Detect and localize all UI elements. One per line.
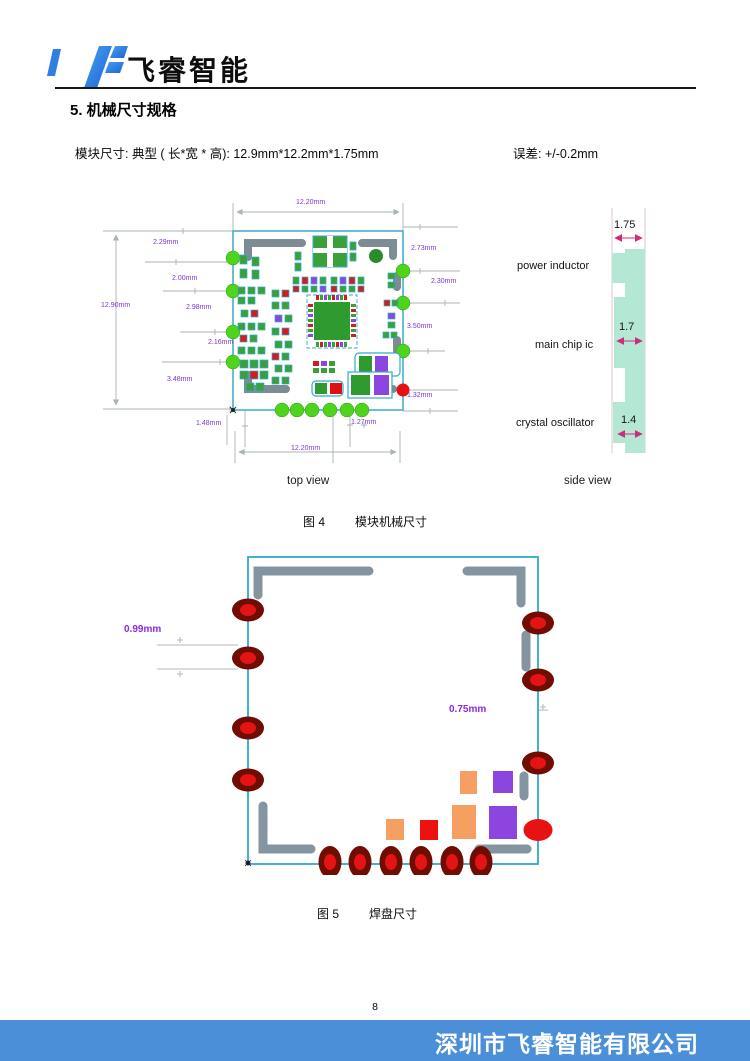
- pin1-pad: [396, 383, 410, 397]
- footer-company-name: 深圳市飞睿智能有限公司: [435, 1031, 699, 1057]
- dim-label-left: 3.48mm: [167, 376, 193, 383]
- dim-label-left: 2.98mm: [186, 304, 212, 311]
- figure5-caption-title: 焊盘尺寸: [369, 907, 418, 921]
- origin-mark: [244, 859, 252, 867]
- figure4-caption-label: 图 4: [303, 515, 326, 529]
- thickness-arrows: [614, 234, 643, 438]
- pad-width-label: 0.99mm: [124, 624, 162, 635]
- dim-label-left: 2.29mm: [153, 239, 179, 246]
- solder-pads: [232, 598, 554, 875]
- dim-label-right: 3.50mm: [407, 323, 433, 330]
- logo-edge-fragment-icon: [47, 49, 61, 76]
- dim-label-bottom: 1.48mm: [196, 420, 222, 427]
- figure4-caption: 图 4 模块机械尺寸: [303, 513, 427, 530]
- right-component-cluster: [382, 272, 399, 339]
- top-view-drawing: [100, 195, 510, 495]
- dim-label-right: 2.73mm: [411, 245, 437, 252]
- dim-label-top-width: 12.20mm: [296, 199, 326, 206]
- thickness-value: 1.7: [619, 321, 635, 333]
- dimension-lines: [103, 203, 460, 463]
- dim-label-bottom-width: 12.20mm: [291, 445, 321, 452]
- left-component-cluster: [237, 254, 293, 392]
- thickness-value: 1.4: [621, 414, 637, 426]
- pad-rows: [292, 276, 365, 293]
- dim-label-left: 2.16mm: [208, 339, 234, 346]
- dim-label-left: 2.00mm: [172, 275, 198, 282]
- dim-label-right: 1.32mm: [407, 392, 433, 399]
- tolerance-text: 误差: +/-0.2mm: [513, 147, 599, 161]
- section-title: 5. 机械尺寸规格: [70, 102, 177, 119]
- component-label: crystal oscillator: [516, 417, 595, 429]
- top-view-caption: top view: [287, 475, 330, 487]
- inductor-component: [294, 235, 357, 272]
- castellation-pads: [225, 250, 411, 418]
- side-view-caption: side view: [564, 475, 612, 487]
- figure4-caption-title: 模块机械尺寸: [355, 515, 428, 529]
- thickness-value: 1.75: [614, 219, 636, 231]
- inner-component-pads: [386, 771, 517, 840]
- footer-bar: 深圳市飞睿智能有限公司: [0, 1020, 750, 1061]
- header-rule: [55, 87, 696, 89]
- figure5-caption-label: 图 5: [317, 907, 340, 921]
- dim-label-overall-height: 12.90mm: [101, 302, 131, 309]
- pad-layout-drawing: [115, 545, 585, 875]
- component-label: power inductor: [517, 260, 590, 272]
- antenna-pad: [369, 249, 383, 263]
- component-label: main chip ic: [535, 339, 594, 351]
- dim-label-bottom: 1.27mm: [351, 419, 377, 426]
- crystal-components: [311, 352, 401, 399]
- main-chip: [306, 294, 358, 349]
- figure5-caption: 图 5 焊盘尺寸: [317, 905, 417, 922]
- page-number: 8: [372, 1001, 378, 1013]
- dim-label-right: 2.30mm: [431, 278, 457, 285]
- side-view-drawing: [500, 195, 660, 495]
- module-dimensions-text: 模块尺寸: 典型 ( 长*宽 * 高): 12.9mm*12.2mm*1.75m…: [75, 147, 379, 161]
- pad-height-label: 0.75mm: [449, 704, 487, 715]
- logo-text: 飞睿智能: [127, 55, 252, 86]
- company-logo-icon: [84, 46, 128, 88]
- shield-brackets: [253, 566, 532, 854]
